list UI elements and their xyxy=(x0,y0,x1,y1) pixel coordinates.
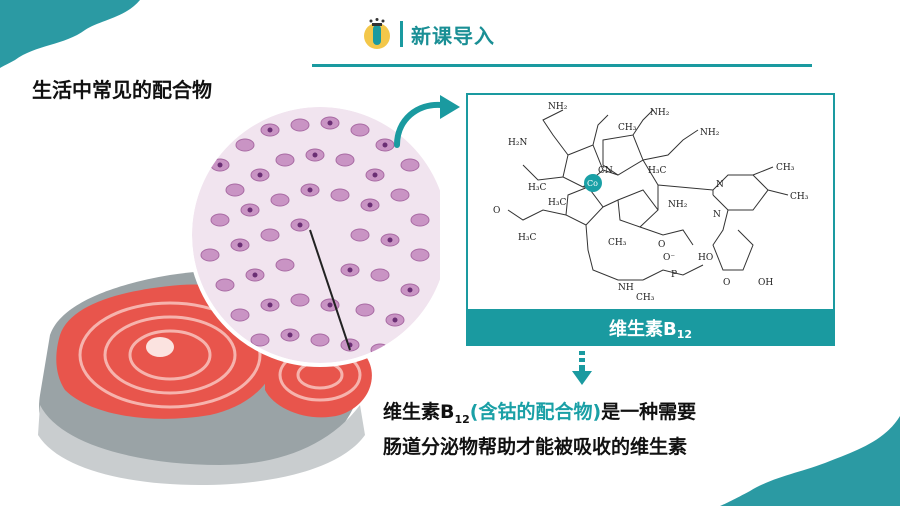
vitamin-b12-structural-formula: Co NH₂ H₂N NH₂ NH₂ CN H₃C H₃C CH₃ H₃C NH… xyxy=(493,102,809,303)
svg-text:CH₃: CH₃ xyxy=(636,293,655,303)
svg-text:H₃C: H₃C xyxy=(548,198,566,208)
svg-text:CN: CN xyxy=(598,166,613,176)
page-header: 新课导入 xyxy=(360,14,495,54)
svg-text:CH₃: CH₃ xyxy=(618,123,637,133)
svg-text:H₂N: H₂N xyxy=(508,138,527,148)
svg-text:CH₃: CH₃ xyxy=(790,192,809,202)
svg-text:N: N xyxy=(713,210,721,220)
corner-decoration-bottom-right xyxy=(720,416,900,506)
svg-text:Co: Co xyxy=(587,179,598,188)
header-underline xyxy=(312,64,812,67)
description-line-1: 维生素B12(含钴的配合物)是一种需要 xyxy=(383,401,697,426)
header-divider xyxy=(400,21,403,47)
page-title: 新课导入 xyxy=(411,23,495,48)
svg-text:O⁻: O⁻ xyxy=(663,253,675,263)
down-arrow-icon xyxy=(572,351,592,385)
svg-text:NH₂: NH₂ xyxy=(668,200,688,210)
description-text: 维生素B12(含钴的配合物)是一种需要 肠道分泌物帮助才能被吸收的维生素 xyxy=(383,396,803,463)
svg-text:OH: OH xyxy=(758,278,773,288)
curved-arrow-icon xyxy=(394,95,460,148)
salmon-cells-illustration xyxy=(38,105,440,485)
section-title: 生活中常见的配合物 xyxy=(32,78,212,102)
description-line-2: 肠道分泌物帮助才能被吸收的维生素 xyxy=(383,436,688,458)
svg-text:CH₃: CH₃ xyxy=(776,163,795,173)
svg-text:NH₂: NH₂ xyxy=(700,128,720,138)
svg-text:O: O xyxy=(723,278,730,288)
caption-subscript: 12 xyxy=(676,327,693,341)
svg-text:O: O xyxy=(493,206,500,216)
corner-decoration-top-left xyxy=(0,0,140,68)
svg-text:H₃C: H₃C xyxy=(518,233,536,243)
svg-text:NH: NH xyxy=(618,283,634,293)
svg-text:HO: HO xyxy=(698,253,713,263)
test-tube-icon xyxy=(364,18,390,49)
svg-text:P: P xyxy=(671,270,677,280)
highlight-text: (含钴的配合物) xyxy=(469,401,602,423)
svg-text:O: O xyxy=(658,240,665,250)
svg-text:H₃C: H₃C xyxy=(528,183,546,193)
vitamin-b12-structure-panel: Co NH₂ H₂N NH₂ NH₂ CN H₃C H₃C CH₃ H₃C NH… xyxy=(466,93,835,311)
svg-text:NH₂: NH₂ xyxy=(650,108,670,118)
svg-text:N: N xyxy=(716,180,724,190)
svg-text:NH₂: NH₂ xyxy=(548,102,568,112)
svg-text:CH₃: CH₃ xyxy=(608,238,627,248)
caption-main: 维生素B xyxy=(608,319,677,340)
svg-text:H₃C: H₃C xyxy=(648,166,666,176)
